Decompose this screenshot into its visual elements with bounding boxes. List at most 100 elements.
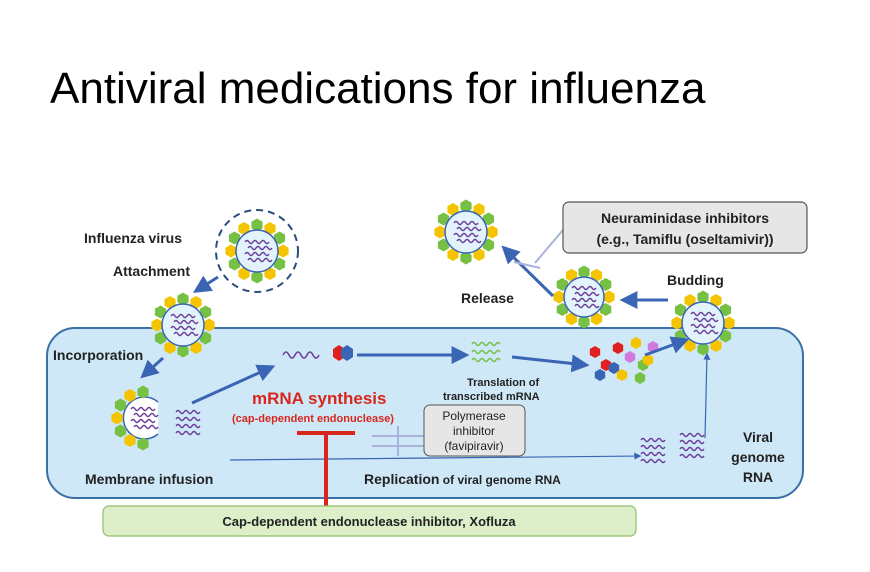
rna-strand (175, 423, 201, 429)
surface-protein-hex (251, 218, 263, 232)
green-mrna-strand (471, 349, 501, 355)
slide-title: Antiviral medications for influenza (50, 64, 706, 113)
surface-protein-hex (137, 385, 149, 399)
surface-protein-hex (710, 294, 722, 307)
surface-protein-hex (137, 437, 149, 451)
surface-protein-hex (473, 203, 485, 216)
rna-strand (175, 430, 201, 436)
surface-protein-hex (164, 296, 176, 309)
viral-rna-strands (175, 409, 705, 464)
rna-strand (693, 329, 719, 335)
rna-strand (690, 311, 716, 317)
released-virus-particle (434, 199, 498, 265)
surface-protein-hex (264, 267, 276, 280)
label-membrane-infusion: Membrane infusion (85, 471, 213, 487)
surface-protein-hex (600, 278, 612, 291)
surface-protein-hex (228, 257, 241, 271)
surface-protein-hex (600, 303, 612, 316)
rna-strand (133, 424, 159, 430)
surface-protein-hex (238, 222, 250, 235)
virus-envelope (235, 229, 279, 273)
rna-strand (173, 319, 199, 325)
surface-protein-hex (590, 312, 603, 326)
rna-strand (247, 245, 273, 251)
label-neuraminidase-1: Neuraminidase inhibitors (601, 210, 769, 226)
surface-protein-hex (482, 212, 495, 226)
endonuclease-inhibitor-symbol (297, 431, 355, 512)
blue-protein-hex (341, 345, 353, 361)
viral-protein-hex (630, 337, 642, 349)
surface-protein-hex (190, 296, 202, 309)
neuraminidase-callout (562, 201, 808, 254)
viral-protein-hex (634, 372, 646, 384)
rna-strand (640, 444, 666, 450)
label-xofluza: Cap-dependent endonuclease inhibitor, Xo… (222, 514, 516, 529)
rna-strand (690, 323, 716, 329)
label-polymerase-1: Polymerase (442, 409, 506, 423)
rna-strand (170, 313, 196, 319)
viral-protein-hex (624, 351, 636, 363)
surface-protein-hex (556, 278, 568, 291)
viral-protein-hex (616, 369, 628, 381)
label-viral-2: genome (731, 449, 785, 465)
surface-protein-hex (199, 305, 212, 319)
rna-strand (693, 317, 719, 323)
viral-protein-hex (600, 359, 612, 371)
surface-protein-hex (151, 318, 163, 332)
replication-arrows (229, 352, 711, 461)
surface-protein-hex (460, 199, 472, 213)
surface-protein-hex (164, 341, 176, 354)
surface-protein-hex (225, 244, 237, 258)
polymerase-callout (423, 404, 526, 457)
rna-strand (640, 458, 666, 464)
viral-protein-hex (608, 362, 620, 374)
assembling-virus-particle (671, 290, 735, 356)
surface-protein-hex (114, 424, 127, 438)
rna-strand (640, 451, 666, 457)
surface-protein-hex (565, 268, 578, 282)
surface-protein-hex (447, 203, 459, 216)
xofluza-callout (102, 505, 637, 537)
label-translation-2: transcribed mRNA (443, 391, 540, 403)
rna-strand (574, 303, 600, 309)
rna-strand (456, 238, 482, 244)
green-mrna-strand (471, 341, 501, 347)
lifecycle-arrows (140, 245, 690, 405)
surface-protein-hex (199, 331, 212, 345)
label-polymerase-3: (favipiravir) (444, 439, 503, 453)
rna-strand (679, 432, 705, 438)
surface-protein-hex (697, 290, 709, 304)
viral-protein-hex (594, 369, 606, 381)
surface-protein-hex (124, 389, 136, 402)
label-polymerase-2: inhibitor (453, 424, 495, 438)
green-mrna-strand (471, 357, 501, 363)
surface-protein-hex (177, 344, 189, 358)
surface-protein-hex (273, 257, 286, 271)
rna-strand (130, 406, 156, 412)
label-release: Release (461, 290, 514, 306)
surface-protein-hex (719, 329, 732, 343)
viral-protein-hex (589, 346, 601, 358)
surface-protein-hex (114, 398, 127, 412)
surface-protein-hex (671, 316, 683, 330)
attaching-virus-particle (151, 292, 215, 358)
rna-strand (170, 325, 196, 331)
surface-protein-hex (556, 303, 568, 316)
surface-protein-hex (264, 222, 276, 235)
label-incorporation: Incorporation (53, 347, 143, 363)
surface-protein-hex (447, 248, 459, 261)
rna-strand (679, 439, 705, 445)
surface-protein-hex (719, 303, 732, 317)
surface-protein-hex (710, 339, 722, 352)
rna-strand (244, 239, 270, 245)
viral-protein-hex (642, 354, 654, 366)
neuraminidase-inhibitor-symbol (513, 229, 564, 269)
virus-dashed-envelope (215, 209, 299, 293)
surface-protein-hex (238, 267, 250, 280)
rna-strand (247, 257, 273, 263)
surface-protein-hex (603, 290, 615, 304)
rna-strand (679, 453, 705, 459)
surface-protein-hex (684, 294, 696, 307)
virus-envelope (563, 276, 605, 318)
